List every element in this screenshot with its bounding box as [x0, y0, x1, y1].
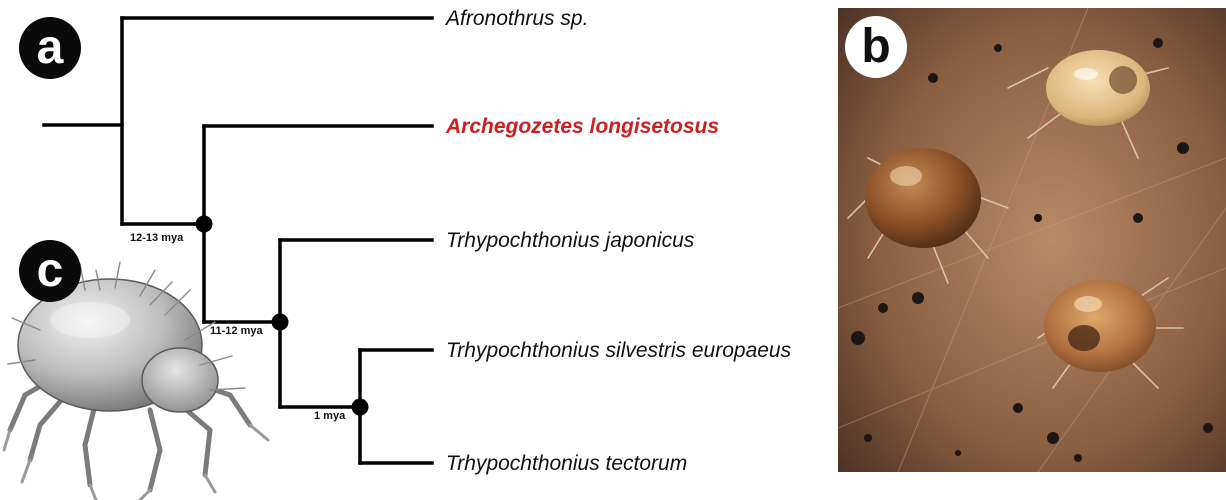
node-age-label-3: 1 mya	[314, 411, 345, 422]
panel-label-b: b	[845, 16, 907, 78]
taxon-label-archegozetes: Archegozetes longisetosus	[446, 116, 719, 137]
panel-label-c: c	[19, 240, 81, 302]
panel-label-a: a	[19, 17, 81, 79]
node-age-label-1: 12-13 mya	[130, 233, 183, 244]
taxon-label-silvestris-europaeus: Trhypochthonius silvestris europaeus	[446, 340, 791, 361]
taxon-label-afronothrus: Afronothrus sp.	[446, 8, 588, 29]
dated-node-3	[352, 399, 369, 416]
taxon-label-japonicus: Trhypochthonius japonicus	[446, 230, 694, 251]
dated-node-1	[196, 216, 213, 233]
taxon-label-tectorum: Trhypochthonius tectorum	[446, 453, 687, 474]
mite-photograph	[838, 8, 1226, 472]
